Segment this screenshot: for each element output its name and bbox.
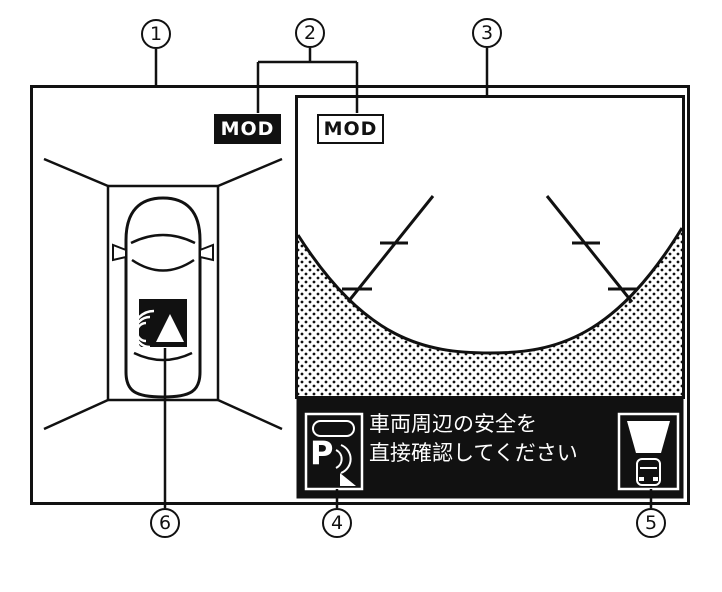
mod-badge-rearview: MOD: [317, 114, 384, 144]
parking-sensor-icon: [304, 412, 364, 491]
caution-text: 車両周辺の安全を 直接確認してください: [369, 410, 578, 468]
callout-3: 3: [472, 18, 502, 48]
mod-warning-icon: [131, 299, 187, 355]
side-mirrors: [112, 243, 214, 262]
callout-1: 1: [141, 19, 171, 49]
distance-guide-lines: [342, 195, 638, 303]
callout-6: 6: [150, 508, 180, 538]
mod-badge-birdview: MOD: [214, 114, 281, 144]
rear-camera-icon: [617, 412, 680, 491]
caution-text-line1: 車両周辺の安全を: [369, 412, 537, 436]
callout-leader-lines: [154, 48, 653, 508]
parking-guide-lines: [43, 157, 283, 431]
car-top-view: [112, 196, 214, 399]
callout-4: 4: [322, 508, 352, 538]
rear-camera-view: [295, 95, 685, 399]
caution-text-line2: 直接確認してください: [369, 441, 578, 465]
callout-5: 5: [636, 508, 666, 538]
callout-2: 2: [295, 18, 325, 48]
parking-sensor-letter: P: [310, 434, 334, 472]
bumper-ground-texture: [298, 228, 682, 396]
